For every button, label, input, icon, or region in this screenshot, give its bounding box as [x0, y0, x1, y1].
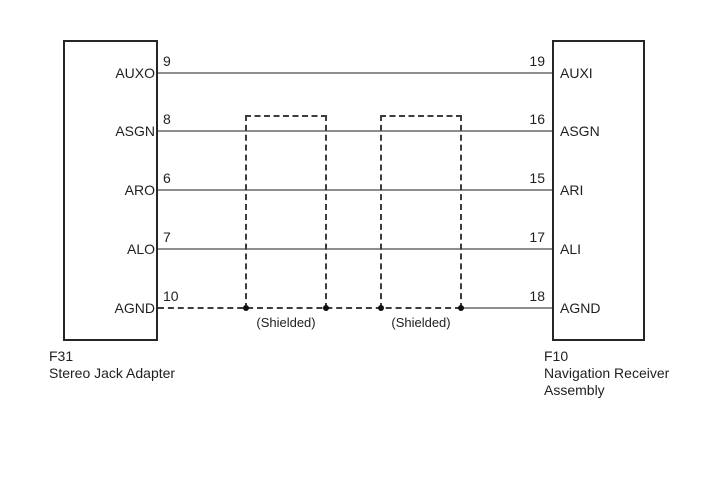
- pin-label-ali: ALI: [560, 241, 582, 257]
- right-connector-box: [552, 40, 645, 341]
- pin-number-16: 16: [529, 111, 545, 127]
- pin-number-9: 9: [163, 53, 171, 69]
- pin-label-asgn-left: ASGN: [115, 123, 155, 139]
- left-connector-caption: F31 Stereo Jack Adapter: [49, 348, 175, 382]
- pin-label-agnd-right: AGND: [560, 300, 601, 316]
- shield-enclosure-1: [245, 115, 327, 309]
- pin-number-6: 6: [163, 170, 171, 186]
- pin-label-auxo: AUXO: [115, 65, 155, 81]
- pin-number-18: 18: [529, 288, 545, 304]
- pin-label-asgn-right: ASGN: [560, 123, 600, 139]
- pin-number-17: 17: [529, 229, 545, 245]
- right-connector-name-line1: Navigation Receiver: [544, 365, 670, 381]
- pin-number-15: 15: [529, 170, 545, 186]
- left-connector-code: F31: [49, 348, 74, 364]
- shield-enclosure-2: [380, 115, 462, 309]
- shield-label-2: (Shielded): [391, 315, 451, 330]
- shield-label-1: (Shielded): [256, 315, 316, 330]
- right-connector-code: F10: [544, 348, 569, 364]
- pin-label-agnd-left: AGND: [114, 300, 155, 316]
- wire-agnd-dashed-segment: [158, 307, 461, 309]
- junction-dot: [323, 305, 329, 311]
- right-connector-caption: F10 Navigation Receiver Assembly: [544, 348, 669, 399]
- pin-number-8: 8: [163, 111, 171, 127]
- junction-dot: [458, 305, 464, 311]
- pin-number-10: 10: [163, 288, 179, 304]
- left-connector-box: [63, 40, 158, 341]
- pin-label-ari: ARI: [560, 182, 584, 198]
- pin-label-aro: ARO: [124, 182, 155, 198]
- pin-label-alo: ALO: [126, 241, 155, 257]
- right-connector-name-line2: Assembly: [544, 382, 605, 398]
- pin-label-auxi: AUXI: [560, 65, 593, 81]
- wire-aro-ari: [158, 189, 552, 191]
- left-connector-name: Stereo Jack Adapter: [49, 365, 176, 381]
- wire-agnd-solid-segment: [461, 307, 552, 309]
- wire-auxo-auxi: [158, 72, 552, 74]
- wire-asgn-asgn: [158, 130, 552, 132]
- pin-number-19: 19: [529, 53, 545, 69]
- pin-number-7: 7: [163, 229, 171, 245]
- wire-alo-ali: [158, 248, 552, 250]
- junction-dot: [243, 305, 249, 311]
- junction-dot: [378, 305, 384, 311]
